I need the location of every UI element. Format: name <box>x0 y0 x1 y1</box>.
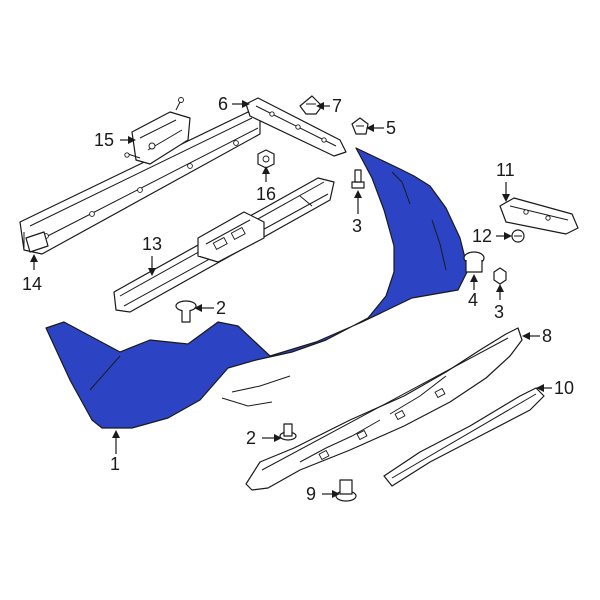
leader-lines <box>30 100 552 498</box>
bumper-cover-shape <box>45 147 469 429</box>
callout-5: 5 <box>386 118 396 138</box>
nut-part <box>257 149 275 169</box>
bracket <box>124 97 191 165</box>
callout-14: 14 <box>22 274 42 294</box>
bumper-cover <box>45 147 469 429</box>
callout-13: 13 <box>142 234 162 254</box>
callout-12: 12 <box>472 226 492 246</box>
fastener-part <box>335 479 357 502</box>
callout-16: 16 <box>256 184 276 204</box>
trim-molding <box>383 387 545 487</box>
callout-2-lower: 2 <box>246 428 256 448</box>
callout-3-right: 3 <box>494 302 504 322</box>
callout-6: 6 <box>218 94 228 114</box>
grommet-part <box>463 251 485 273</box>
callout-7: 7 <box>332 96 342 116</box>
callout-11: 11 <box>496 160 515 180</box>
push-pin-lower <box>279 423 297 441</box>
bolt-right <box>493 267 507 285</box>
callout-8: 8 <box>542 326 552 346</box>
reinforcement-beam <box>19 111 261 255</box>
screw-part <box>511 229 525 243</box>
callout-4: 4 <box>468 290 478 310</box>
bolt-upper <box>351 169 365 189</box>
side-bracket-right <box>499 197 579 235</box>
callout-15: 15 <box>94 130 114 150</box>
callout-1: 1 <box>110 454 120 474</box>
lower-valance <box>245 327 523 491</box>
side-bracket <box>245 97 347 157</box>
callout-10: 10 <box>554 378 574 398</box>
push-pin <box>351 117 369 135</box>
callout-3-upper: 3 <box>352 216 362 236</box>
clip-part <box>299 95 323 115</box>
callout-9: 9 <box>306 484 316 504</box>
push-pin-upper <box>175 300 197 323</box>
callout-numbers: 1 2 2 3 3 4 5 6 7 8 9 10 11 12 13 14 15 … <box>22 94 574 504</box>
callout-2-upper: 2 <box>216 298 226 318</box>
energy-absorber <box>113 177 335 313</box>
